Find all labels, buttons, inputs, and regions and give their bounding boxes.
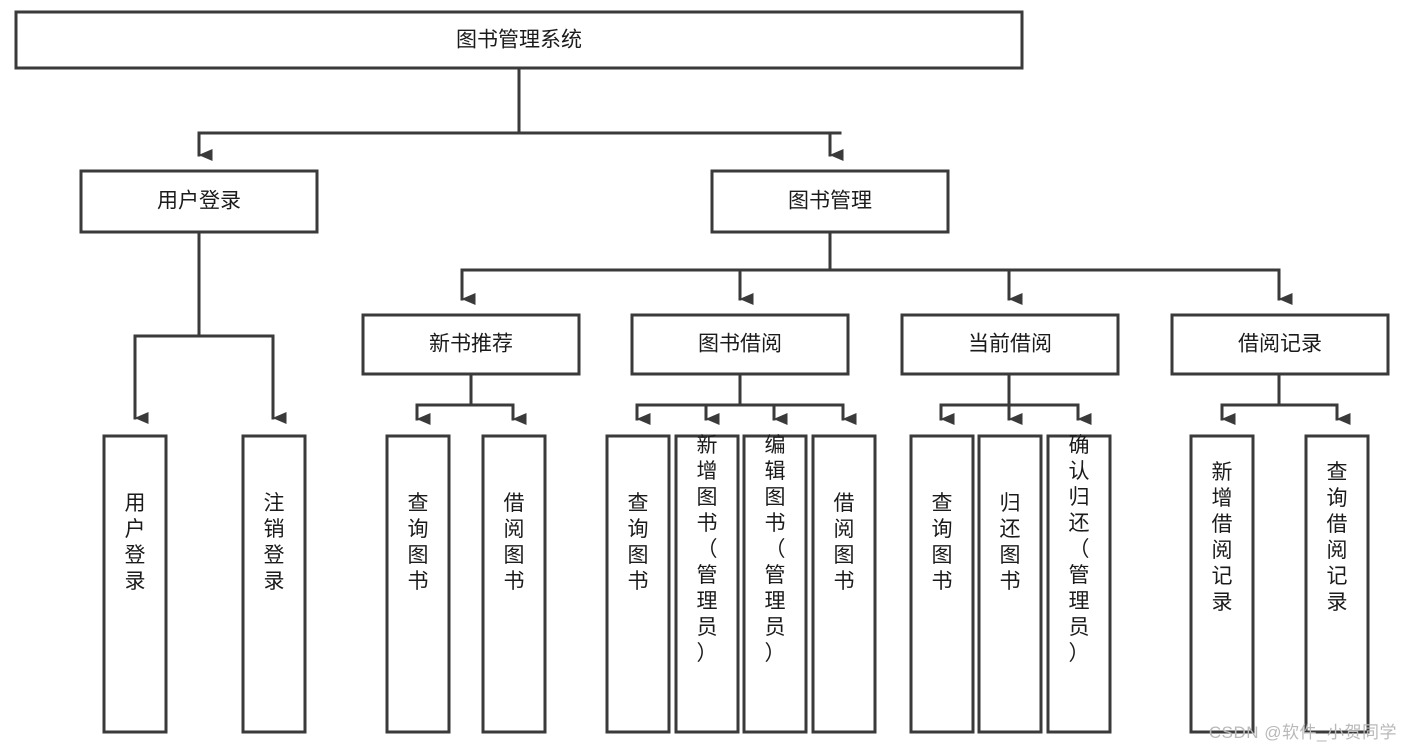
leaf-bb-query-books-box[interactable]	[605, 434, 671, 734]
node-user-login-box[interactable]	[79, 169, 319, 234]
leaf-cb-confirm-return-label: 确认归还（管理员）	[1069, 434, 1090, 665]
leaf-bb-borrow-books-box[interactable]	[811, 434, 877, 734]
leaf-bb-add-book-label: 新增图书（管理员）	[697, 434, 718, 665]
node-new-book-recommend-label: 新书推荐	[429, 333, 513, 356]
leaf-bb-add-book[interactable]: 新增图书（管理员）	[674, 434, 740, 734]
leaf-cb-return-books-label: 归还图书	[1000, 492, 1021, 593]
leaf-logout-box[interactable]	[241, 434, 307, 734]
node-book-borrow-box[interactable]	[630, 313, 850, 376]
leaf-cb-query-books[interactable]: 查询图书	[909, 434, 975, 734]
leaf-br-query-record-box[interactable]	[1304, 434, 1370, 734]
leaf-br-add-record[interactable]: 新增借阅记录	[1189, 434, 1255, 734]
leaf-logout-label: 注销登录	[264, 492, 285, 593]
node-book-management-label: 图书管理	[788, 190, 872, 213]
node-borrow-record-box[interactable]	[1170, 313, 1390, 376]
leaf-cb-return-books[interactable]: 归还图书	[977, 434, 1043, 734]
leaf-cb-confirm-return[interactable]: 确认归还（管理员）	[1046, 434, 1112, 734]
leaf-nb-borrow-books[interactable]: 借阅图书	[481, 434, 547, 734]
node-book-borrow-label: 图书借阅	[698, 333, 782, 356]
node-root[interactable]: 图书管理系统	[14, 10, 1024, 70]
node-current-borrow-label: 当前借阅	[968, 333, 1052, 356]
node-book-management-box[interactable]	[710, 169, 950, 234]
leaf-br-add-record-box[interactable]	[1189, 434, 1255, 734]
edges-new-book-to-leaves	[415, 372, 527, 425]
node-borrow-record-label: 借阅记录	[1238, 333, 1322, 356]
leaf-logout[interactable]: 注销登录	[241, 434, 307, 734]
node-root-box[interactable]	[14, 10, 1024, 70]
leaf-nb-borrow-books-box[interactable]	[481, 434, 547, 734]
node-new-book-recommend-box[interactable]	[361, 313, 581, 376]
leaf-nb-query-books-box[interactable]	[385, 434, 451, 734]
leaf-bb-edit-book-label: 编辑图书（管理员）	[765, 434, 786, 665]
leaf-bb-borrow-books[interactable]: 借阅图书	[811, 434, 877, 734]
leaf-br-add-record-label: 新增借阅记录	[1212, 461, 1233, 614]
node-user-login-label: 用户登录	[157, 190, 241, 213]
node-book-management[interactable]: 图书管理	[710, 169, 950, 234]
leaf-bb-edit-book[interactable]: 编辑图书（管理员）	[742, 434, 808, 734]
node-new-book-recommend[interactable]: 新书推荐	[361, 313, 581, 376]
leaf-bb-add-book-box[interactable]	[674, 434, 740, 734]
node-current-borrow-box[interactable]	[900, 313, 1120, 376]
leaf-nb-borrow-books-label: 借阅图书	[504, 492, 525, 593]
edges-user-login-to-leaves	[133, 230, 287, 424]
leaf-bb-query-books[interactable]: 查询图书	[605, 434, 671, 734]
leaf-nb-query-books-label: 查询图书	[408, 492, 429, 593]
leaf-user-login-box[interactable]	[102, 434, 168, 734]
leaf-br-query-record[interactable]: 查询借阅记录	[1304, 434, 1370, 734]
node-current-borrow[interactable]: 当前借阅	[900, 313, 1120, 376]
leaf-user-login[interactable]: 用户登录	[102, 434, 168, 734]
leaf-bb-edit-book-box[interactable]	[742, 434, 808, 734]
leaf-cb-query-books-box[interactable]	[909, 434, 975, 734]
leaf-br-query-record-label: 查询借阅记录	[1327, 461, 1348, 614]
leaf-user-login-label: 用户登录	[125, 492, 146, 593]
edges-book-mgmt-to-level3	[460, 230, 1293, 305]
leaf-bb-borrow-books-label: 借阅图书	[834, 492, 855, 593]
edges-book-borrow-to-leaves	[635, 372, 857, 425]
edges-root-to-level2	[197, 66, 844, 161]
node-root-label: 图书管理系统	[456, 29, 582, 52]
node-user-login[interactable]: 用户登录	[79, 169, 319, 234]
leaf-cb-return-books-box[interactable]	[977, 434, 1043, 734]
edges-current-borrow-to-leaves	[939, 372, 1092, 425]
node-borrow-record[interactable]: 借阅记录	[1170, 313, 1390, 376]
leaf-bb-query-books-label: 查询图书	[628, 492, 649, 593]
node-book-borrow[interactable]: 图书借阅	[630, 313, 850, 376]
leaf-cb-query-books-label: 查询图书	[932, 492, 953, 593]
leaf-cb-confirm-return-box[interactable]	[1046, 434, 1112, 734]
leaf-nb-query-books[interactable]: 查询图书	[385, 434, 451, 734]
edges-borrow-record-to-leaves	[1220, 372, 1351, 425]
